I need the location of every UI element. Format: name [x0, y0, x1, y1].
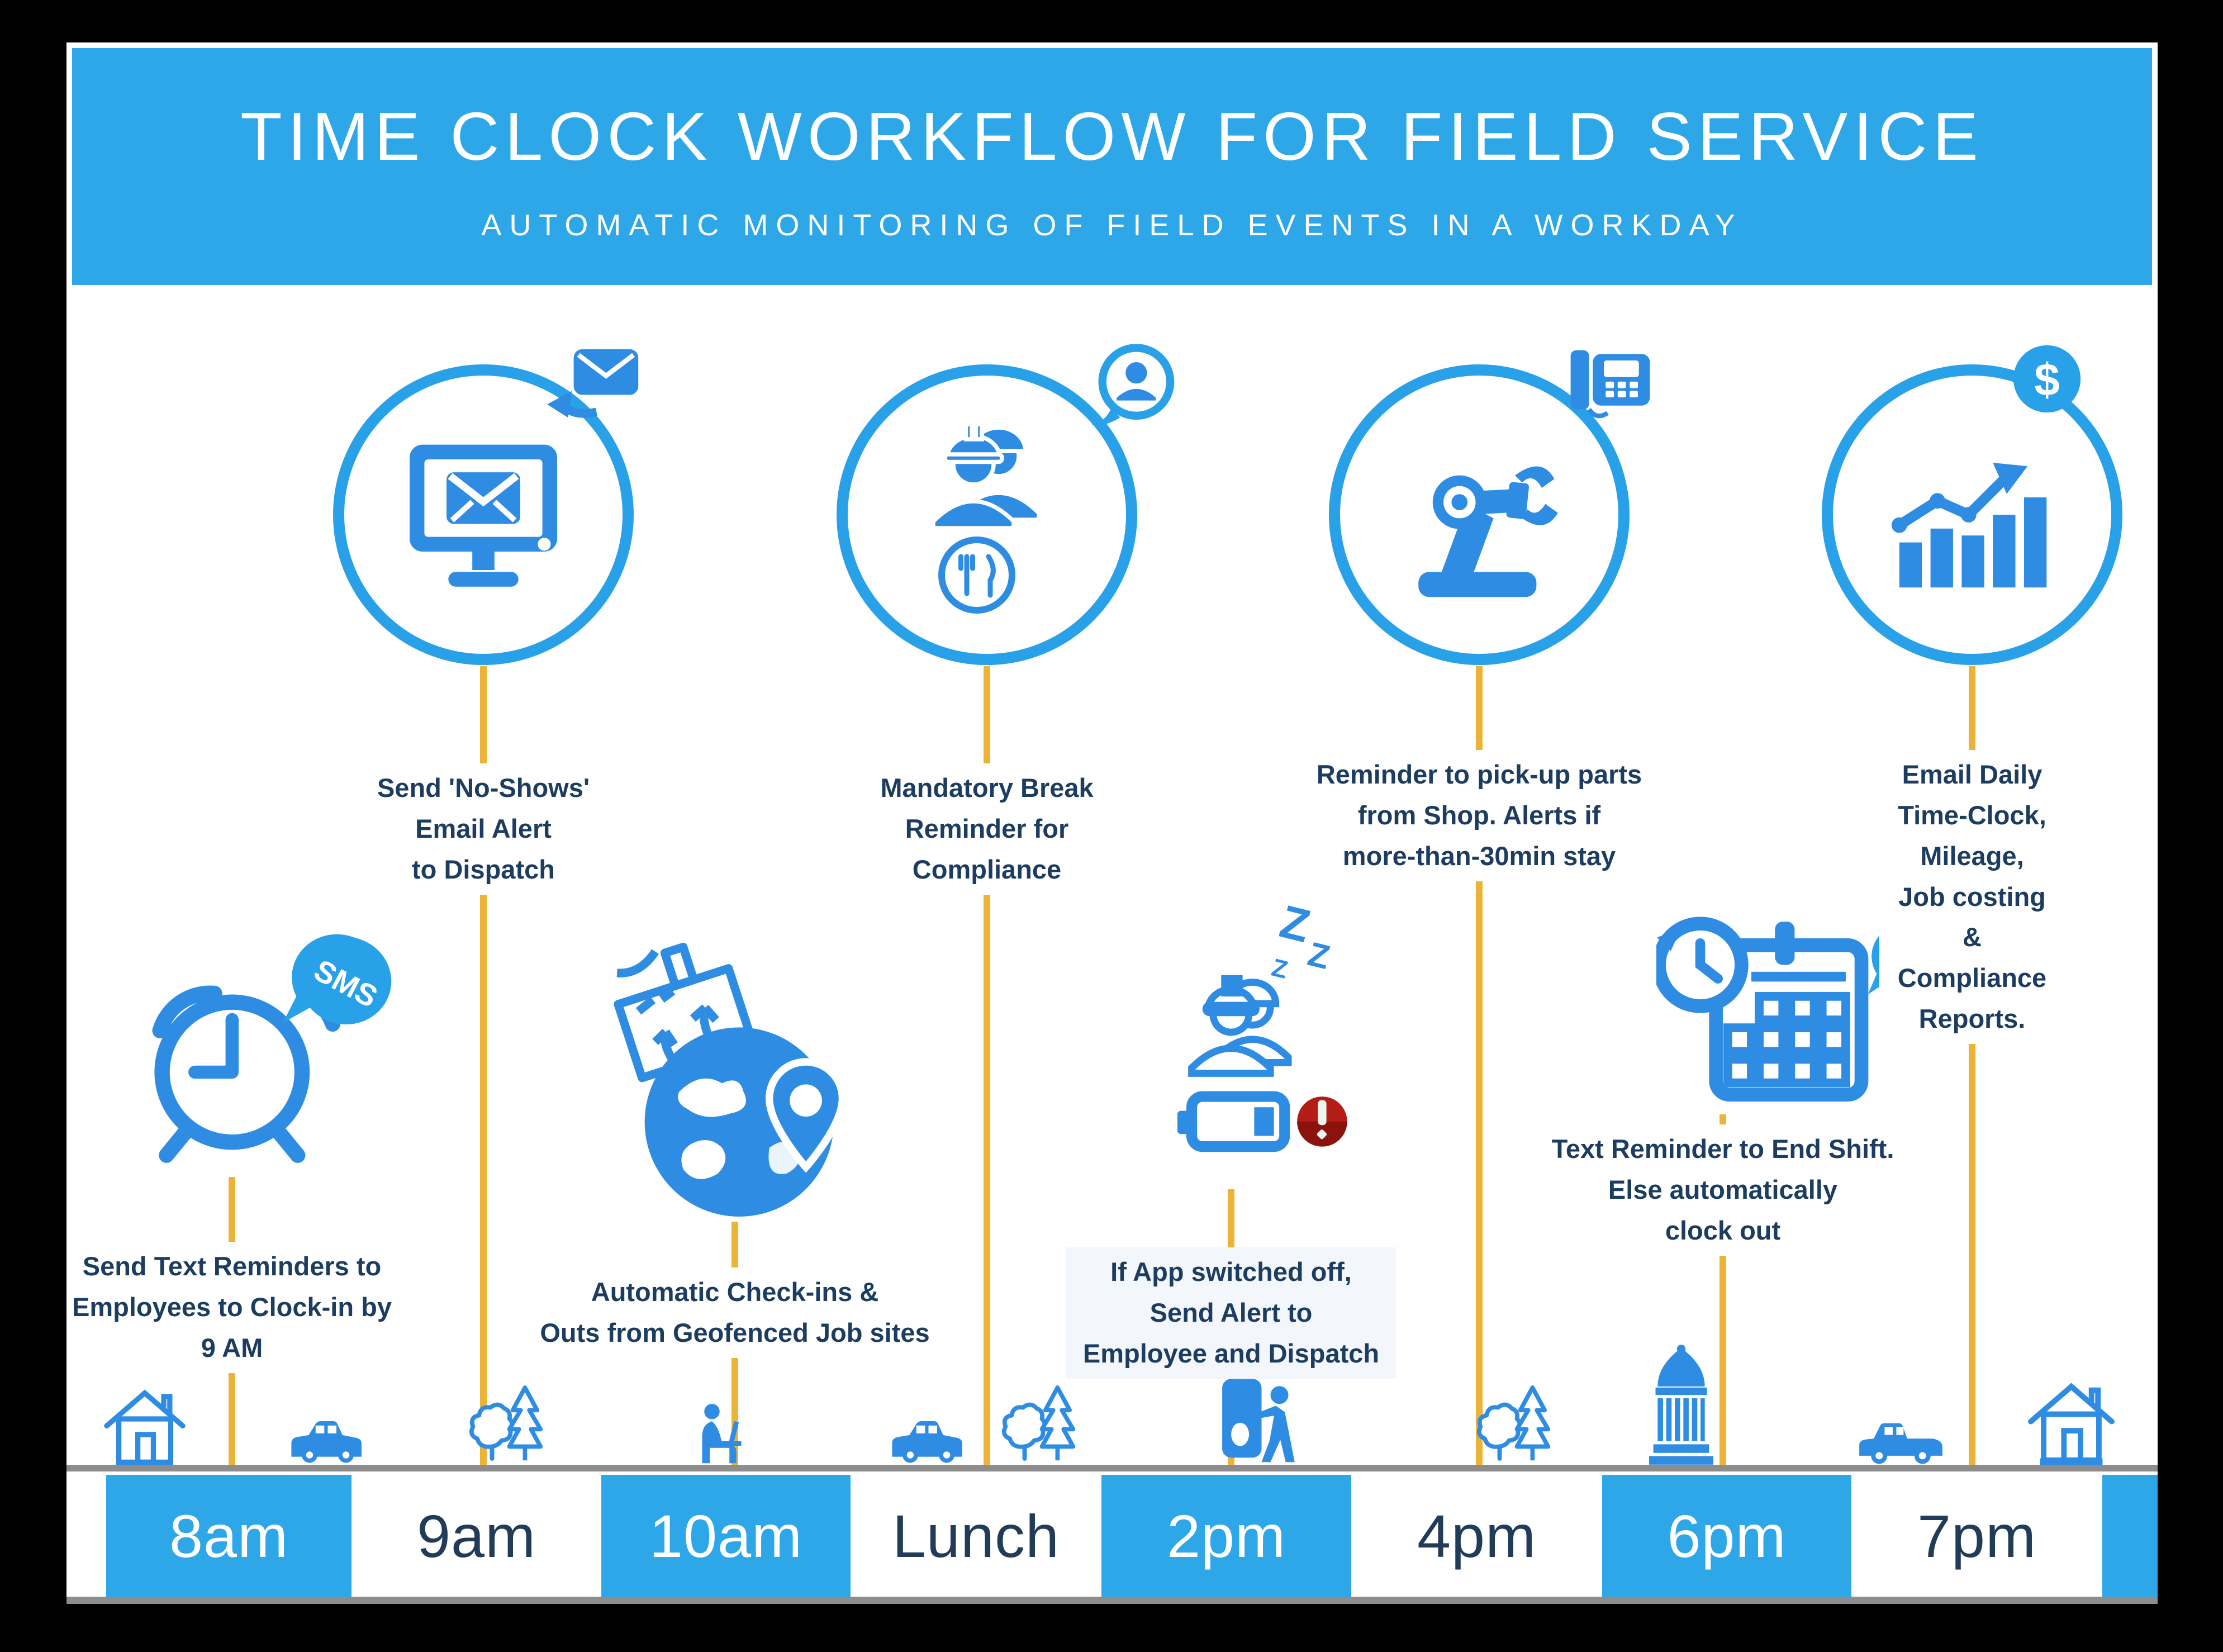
timeline-slot-7pm: 7pm [1851, 1475, 2102, 1597]
timeline-spacer [2102, 1475, 2158, 1597]
timeline-slot-4pm: 4pm [1351, 1475, 1602, 1597]
robotic-arm-icon [1418, 466, 1558, 597]
person-laptop-icon [692, 1402, 762, 1468]
trees-icon [1474, 1374, 1560, 1468]
pickup-truck-icon [1855, 1411, 1947, 1468]
event-text-app-off: If App switched off, Send Alert to Emplo… [1066, 1247, 1396, 1379]
timeline-slot-8am: 8am [106, 1475, 352, 1597]
dollar-badge-icon: $ [2011, 343, 2083, 417]
house-icon [2025, 1374, 2117, 1468]
event-text-end-shift: Text Reminder to End Shift. Else automat… [1535, 1124, 1911, 1256]
timeline-slot-9am: 9am [352, 1475, 601, 1597]
timeline-slot-6pm: 6pm [1602, 1475, 1851, 1597]
ground-line [66, 1465, 2158, 1471]
event-text-clock-in: Send Text Reminders to Employees to Cloc… [66, 1242, 408, 1373]
car-icon [284, 1411, 371, 1468]
sleeping-worker-low-battery-alert-icon: Z Z Z [1170, 895, 1349, 1162]
page-subtitle: AUTOMATIC MONITORING OF FIELD EVENTS IN … [481, 208, 1743, 242]
desk-phone-badge-icon [1567, 348, 1659, 426]
event-text-geofence: Automatic Check-ins & Outs from Geofence… [523, 1268, 947, 1358]
workers-meal-break-icon [931, 422, 1041, 614]
timeline-spacer [66, 1475, 106, 1597]
globe-geofence-icon [597, 941, 877, 1226]
trees-icon [466, 1374, 553, 1468]
svg-text:Z: Z [1304, 934, 1333, 976]
growth-chart-icon [1891, 463, 2047, 588]
timeline-slot-10am: 10am [601, 1475, 851, 1597]
timeline-bottom-line [66, 1597, 2158, 1604]
event-text-no-show: Send 'No-Shows' Email Alert to Dispatch [360, 763, 607, 895]
timeline-slot-2pm: 2pm [1101, 1475, 1351, 1597]
car-icon [885, 1411, 972, 1468]
svg-text:$: $ [2034, 354, 2060, 405]
svg-text:Z: Z [1269, 953, 1291, 984]
infographic-canvas: TIME CLOCK WORKFLOW FOR FIELD SERVICE AU… [66, 42, 2158, 1604]
event-circle-break [837, 364, 1137, 665]
person-speech-badge-icon [1088, 344, 1177, 434]
header-banner: TIME CLOCK WORKFLOW FOR FIELD SERVICE AU… [72, 48, 2152, 285]
capitol-building-icon [1649, 1344, 1713, 1468]
email-reply-badge-icon [547, 345, 642, 438]
timeline-slot-lunch: Lunch [851, 1475, 1101, 1597]
event-text-break: Mandatory Break Reminder for Compliance [863, 763, 1110, 895]
svg-text:Z: Z [1275, 896, 1315, 952]
computer-email-icon [410, 444, 557, 587]
house-icon [100, 1383, 189, 1468]
page-title: TIME CLOCK WORKFLOW FOR FIELD SERVICE [240, 98, 1984, 174]
timeline-strip: 8am 9am 10am Lunch 2pm 4pm 6pm 7pm [66, 1475, 2158, 1597]
van-loading-person-icon [1222, 1375, 1337, 1468]
event-text-reports: Email Daily Time-Clock, Mileage, Job cos… [1879, 750, 2065, 1044]
event-text-parts: Reminder to pick-up parts from Shop. Ale… [1299, 750, 1659, 881]
alarm-clock-sms-icon: SMS [134, 932, 396, 1186]
trees-icon [999, 1374, 1085, 1468]
